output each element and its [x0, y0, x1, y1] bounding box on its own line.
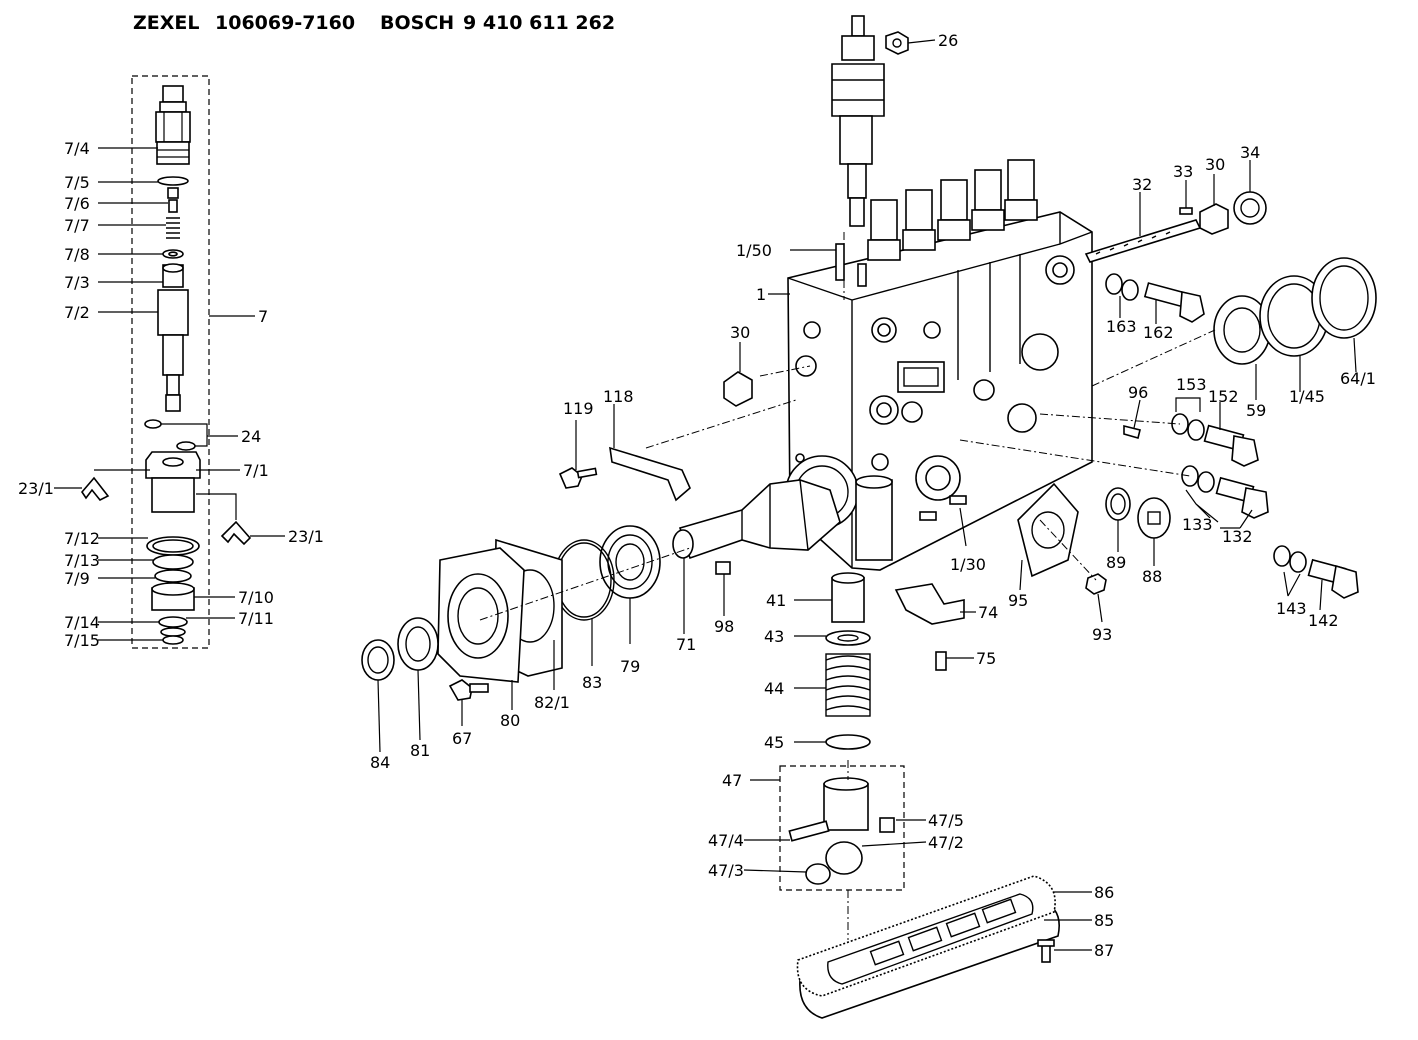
callout-1-45: 1/45 [1289, 387, 1325, 406]
callout-118: 118 [603, 387, 634, 406]
right-side-parts [645, 191, 1377, 671]
callout-7-12: 7/12 [64, 529, 100, 548]
delivery-valve-assembly [80, 75, 252, 649]
callout-7-10: 7/10 [238, 588, 274, 607]
callout-33: 33 [1173, 162, 1193, 181]
bottom-cover [796, 875, 1060, 1019]
callout-7-8: 7/8 [64, 245, 90, 264]
assembly-7-dashed-box [131, 75, 210, 649]
callout-87: 87 [1094, 941, 1114, 960]
callout-132: 132 [1222, 527, 1253, 546]
callout-82-1: 82/1 [534, 693, 570, 712]
callout-81: 81 [410, 741, 430, 760]
callout-44: 44 [764, 679, 784, 698]
callout-32: 32 [1132, 175, 1152, 194]
callout-89: 89 [1106, 553, 1126, 572]
callout-23-1-right: 23/1 [288, 527, 324, 546]
callout-67: 67 [452, 729, 472, 748]
callout-98: 98 [714, 617, 734, 636]
callout-1: 1 [756, 285, 766, 304]
callout-7-4: 7/4 [64, 139, 90, 158]
callout-86: 86 [1094, 883, 1114, 902]
callout-47-3: 47/3 [708, 861, 744, 880]
callout-71: 71 [676, 635, 696, 654]
callout-7-9: 7/9 [64, 569, 90, 588]
callout-7-15: 7/15 [64, 631, 100, 650]
callout-162: 162 [1143, 323, 1174, 342]
callout-7-11: 7/11 [238, 609, 274, 628]
callout-34: 34 [1240, 143, 1260, 162]
callout-41: 41 [766, 591, 786, 610]
callout-7-7: 7/7 [64, 216, 90, 235]
callout-152: 152 [1208, 387, 1239, 406]
title-part-number-zexel: 106069-7160 [215, 12, 355, 34]
callout-30-right: 30 [1205, 155, 1225, 174]
callout-45: 45 [764, 733, 784, 752]
callout-30-left: 30 [730, 323, 750, 342]
tappet-assembly [779, 572, 905, 891]
callout-43: 43 [764, 627, 784, 646]
callout-7-3: 7/3 [64, 273, 90, 292]
callout-7-5: 7/5 [64, 173, 90, 192]
callout-143: 143 [1276, 599, 1307, 618]
title-brand-bosch: BOSCH [380, 12, 454, 34]
callout-75: 75 [976, 649, 996, 668]
callout-80: 80 [500, 711, 520, 730]
callout-7-2: 7/2 [64, 303, 90, 322]
callout-163: 163 [1106, 317, 1137, 336]
callout-7-14: 7/14 [64, 613, 100, 632]
callout-74: 74 [978, 603, 998, 622]
callout-88: 88 [1142, 567, 1162, 586]
callout-1-30: 1/30 [950, 555, 986, 574]
leader-lines [54, 39, 1357, 951]
title-brand-zexel: ZEXEL [133, 12, 200, 34]
callout-93: 93 [1092, 625, 1112, 644]
callout-47-5: 47/5 [928, 811, 964, 830]
callout-83: 83 [582, 673, 602, 692]
callout-23-1-left: 23/1 [18, 479, 54, 498]
callout-26: 26 [938, 31, 958, 50]
callout-1-50: 1/50 [736, 241, 772, 260]
title-part-number-bosch: 9 410 611 262 [463, 12, 615, 34]
camshaft [361, 479, 841, 701]
callout-7-1: 7/1 [243, 461, 269, 480]
callout-85: 85 [1094, 911, 1114, 930]
callout-119: 119 [563, 399, 594, 418]
callout-84: 84 [370, 753, 390, 772]
callout-24: 24 [241, 427, 261, 446]
callout-79: 79 [620, 657, 640, 676]
callout-133: 133 [1182, 515, 1213, 534]
callout-95: 95 [1008, 591, 1028, 610]
callout-7-6: 7/6 [64, 194, 90, 213]
callout-47-4: 47/4 [708, 831, 744, 850]
callout-64-1: 64/1 [1340, 369, 1376, 388]
callout-96: 96 [1128, 383, 1148, 402]
part-118 [609, 446, 691, 502]
callout-47: 47 [722, 771, 742, 790]
part-119 [558, 467, 583, 489]
top-fitting [831, 15, 909, 227]
callout-labels: 26 7/4 7/5 7/6 7/7 7/8 7/3 7/2 7 24 7/1 … [18, 31, 1376, 960]
assembly-47-dashed-box [779, 765, 905, 891]
callout-59: 59 [1246, 401, 1266, 420]
diagram-title: ZEXEL 106069-7160 BOSCH 9 410 611 262 [133, 12, 615, 34]
callout-47-2: 47/2 [928, 833, 964, 852]
callout-142: 142 [1308, 611, 1339, 630]
fitting-30-left [723, 371, 753, 407]
callout-7-13: 7/13 [64, 551, 100, 570]
callout-153: 153 [1176, 375, 1207, 394]
callout-7: 7 [258, 307, 268, 326]
